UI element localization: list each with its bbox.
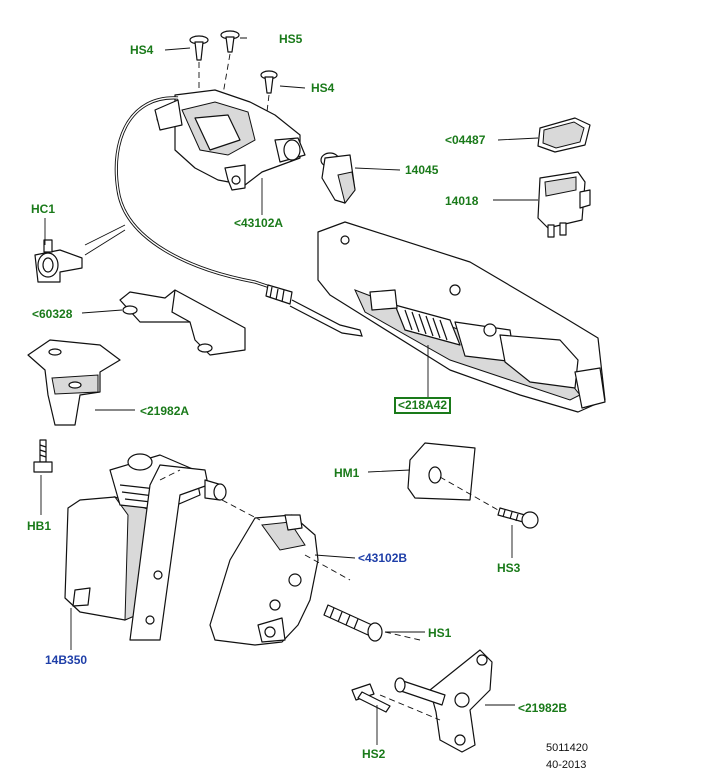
diagram-date: 40-2013 bbox=[546, 759, 587, 771]
label-hs5: HS5 bbox=[279, 32, 303, 46]
label-hm1: HM1 bbox=[334, 466, 360, 480]
label-04487: <04487 bbox=[445, 133, 486, 147]
bolt-hs2 bbox=[351, 683, 391, 713]
label-hs2: HS2 bbox=[362, 747, 386, 761]
striker-21982b bbox=[394, 649, 493, 753]
pad-hm1 bbox=[407, 442, 476, 501]
lever-arm bbox=[129, 464, 227, 641]
label-hc1: HC1 bbox=[31, 202, 56, 216]
label-14b350: 14B350 bbox=[45, 653, 88, 667]
label-43102a: <43102A bbox=[234, 216, 284, 230]
actuator-218a42 bbox=[317, 221, 606, 413]
switch-14018 bbox=[537, 171, 591, 238]
label-hs3: HS3 bbox=[497, 561, 521, 575]
diagram-reference-number: 5011420 bbox=[546, 742, 589, 754]
screw-hs5 bbox=[220, 30, 240, 53]
bracket-60328 bbox=[119, 289, 246, 356]
screw-hs4-top bbox=[189, 35, 209, 61]
label-14045: 14045 bbox=[405, 163, 439, 177]
latch-assembly-upper bbox=[154, 89, 306, 191]
bolt-hb1 bbox=[33, 439, 53, 473]
label-43102b: <43102B bbox=[358, 551, 408, 565]
label-14018: 14018 bbox=[445, 194, 479, 208]
label-hs4-right: HS4 bbox=[311, 81, 335, 95]
bracket-21982a bbox=[27, 339, 121, 426]
screw-hs3 bbox=[497, 507, 539, 529]
latch-43102b bbox=[209, 514, 319, 646]
bolt-hs1 bbox=[323, 604, 383, 642]
switch-pad-04487 bbox=[537, 117, 591, 153]
label-hs4-top: HS4 bbox=[130, 43, 154, 57]
cable-clip-hc1 bbox=[34, 239, 83, 283]
label-hs1: HS1 bbox=[428, 626, 452, 640]
label-60328: <60328 bbox=[32, 307, 73, 321]
label-21982a: <21982A bbox=[140, 404, 190, 418]
label-hb1: HB1 bbox=[27, 519, 52, 533]
screw-hs4-right bbox=[260, 70, 278, 94]
label-21982b: <21982B bbox=[518, 701, 568, 715]
cable-end-fitting bbox=[265, 284, 363, 337]
label-218a42: <218A42 bbox=[394, 397, 452, 414]
connector-14045 bbox=[320, 152, 356, 205]
